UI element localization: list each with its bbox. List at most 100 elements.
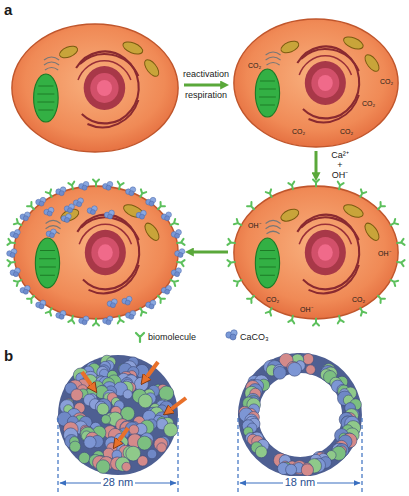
protein-subunit [147, 449, 157, 459]
biomolecule [46, 189, 55, 198]
protein-subunit [139, 394, 153, 408]
biomolecule [169, 277, 178, 286]
protein-subunit [96, 460, 110, 474]
biomolecule [93, 180, 99, 187]
molecule-label: CO₂ [352, 296, 365, 304]
caco3-particle [79, 316, 89, 325]
molecule-label: CO₂ [266, 296, 279, 304]
biomolecule [376, 294, 385, 303]
protein-subunit [157, 443, 167, 453]
protein-subunit [306, 365, 316, 375]
caco3-particle [36, 197, 46, 206]
caco3-particle [171, 230, 181, 239]
cell [12, 24, 178, 152]
surface-particles [7, 180, 405, 326]
molecule-label: CO₂ [292, 128, 305, 136]
caco3-particle [64, 204, 74, 213]
biomolecule [7, 239, 15, 246]
biomolecule [169, 219, 178, 228]
caco3-particle [87, 206, 97, 215]
caco3-particle [175, 249, 185, 258]
dimension-label: 28 nm [101, 476, 136, 488]
caco3-particle [46, 229, 56, 238]
biomolecule [27, 202, 36, 211]
biomolecule [247, 294, 256, 303]
protein-subunit [116, 457, 130, 471]
biomolecule [27, 294, 36, 303]
caco3-particle [103, 316, 113, 325]
ion-label: OH⁻ [378, 250, 391, 258]
protein-subunit [288, 362, 302, 376]
biomolecule [227, 259, 235, 266]
caco3-particle [107, 299, 117, 308]
protein-subunit [138, 456, 148, 466]
arrow-label: respiration [185, 91, 227, 101]
caco3-particle [10, 268, 20, 277]
panel-letter: a [4, 2, 12, 19]
legend-text: CaCO₃ [240, 333, 269, 343]
biomolecule [358, 189, 367, 198]
protein-subunit [273, 366, 286, 379]
biomolecule [46, 307, 55, 316]
biomolecule [313, 319, 319, 326]
caco3-particle [56, 187, 66, 196]
biomolecule [336, 182, 343, 190]
biomolecule-icon [136, 333, 144, 342]
biomolecule [156, 294, 165, 303]
biomolecule [138, 189, 147, 198]
caco3-particle [36, 300, 46, 309]
caco3-particle [56, 311, 66, 320]
biomolecule [389, 219, 398, 228]
cell [234, 186, 398, 319]
pointer-arrows [82, 362, 186, 442]
caco3-particle [171, 268, 181, 277]
molecule-label: CO₂ [248, 62, 261, 70]
biomolecule [397, 239, 405, 246]
biomolecule [234, 219, 243, 228]
caco3-particle [61, 214, 71, 223]
protein-subunit [123, 390, 132, 399]
biomolecule [336, 315, 343, 323]
caco3-particle [126, 187, 136, 196]
biomolecule [288, 315, 295, 323]
biomolecule [266, 189, 275, 198]
biomolecule [68, 182, 75, 190]
protein-subunit [122, 462, 131, 471]
caco3-particle [161, 285, 171, 294]
biomolecule [14, 219, 23, 228]
caco3-particle [146, 197, 156, 206]
protein-subunit [129, 425, 139, 435]
caco3-particle [126, 311, 136, 320]
biomolecule [7, 259, 15, 266]
protein-subunit [255, 446, 267, 458]
biomolecule [234, 277, 243, 286]
caco3-particle [7, 249, 17, 258]
biomolecule [116, 182, 123, 190]
biomolecule [266, 307, 275, 316]
protein-subunit [286, 464, 297, 475]
protein-subunit [164, 423, 178, 437]
biomolecule [288, 182, 295, 190]
process-arrow [184, 84, 222, 87]
molecule-label: CO₂ [340, 128, 353, 136]
protein-cage-section [238, 353, 362, 477]
biomolecule [68, 315, 75, 323]
dimension-lines [58, 418, 362, 492]
protein-subunit [79, 452, 90, 463]
caco3-particle [146, 300, 156, 309]
legend-text: biomolecule [148, 333, 196, 343]
protein-subunit [84, 436, 96, 448]
protein-subunit [159, 386, 174, 401]
protein-subunit [301, 464, 313, 476]
biomolecule [313, 180, 319, 187]
caco3-particle [10, 230, 20, 239]
molecule-label: CO₂ [362, 100, 375, 108]
biomolecule [389, 277, 398, 286]
caco3-particle [161, 212, 171, 221]
biomolecule [227, 239, 235, 246]
biomolecule [138, 307, 147, 316]
caco3-particle [44, 207, 54, 216]
biomolecule [397, 259, 405, 266]
caco3-particle [20, 212, 30, 221]
